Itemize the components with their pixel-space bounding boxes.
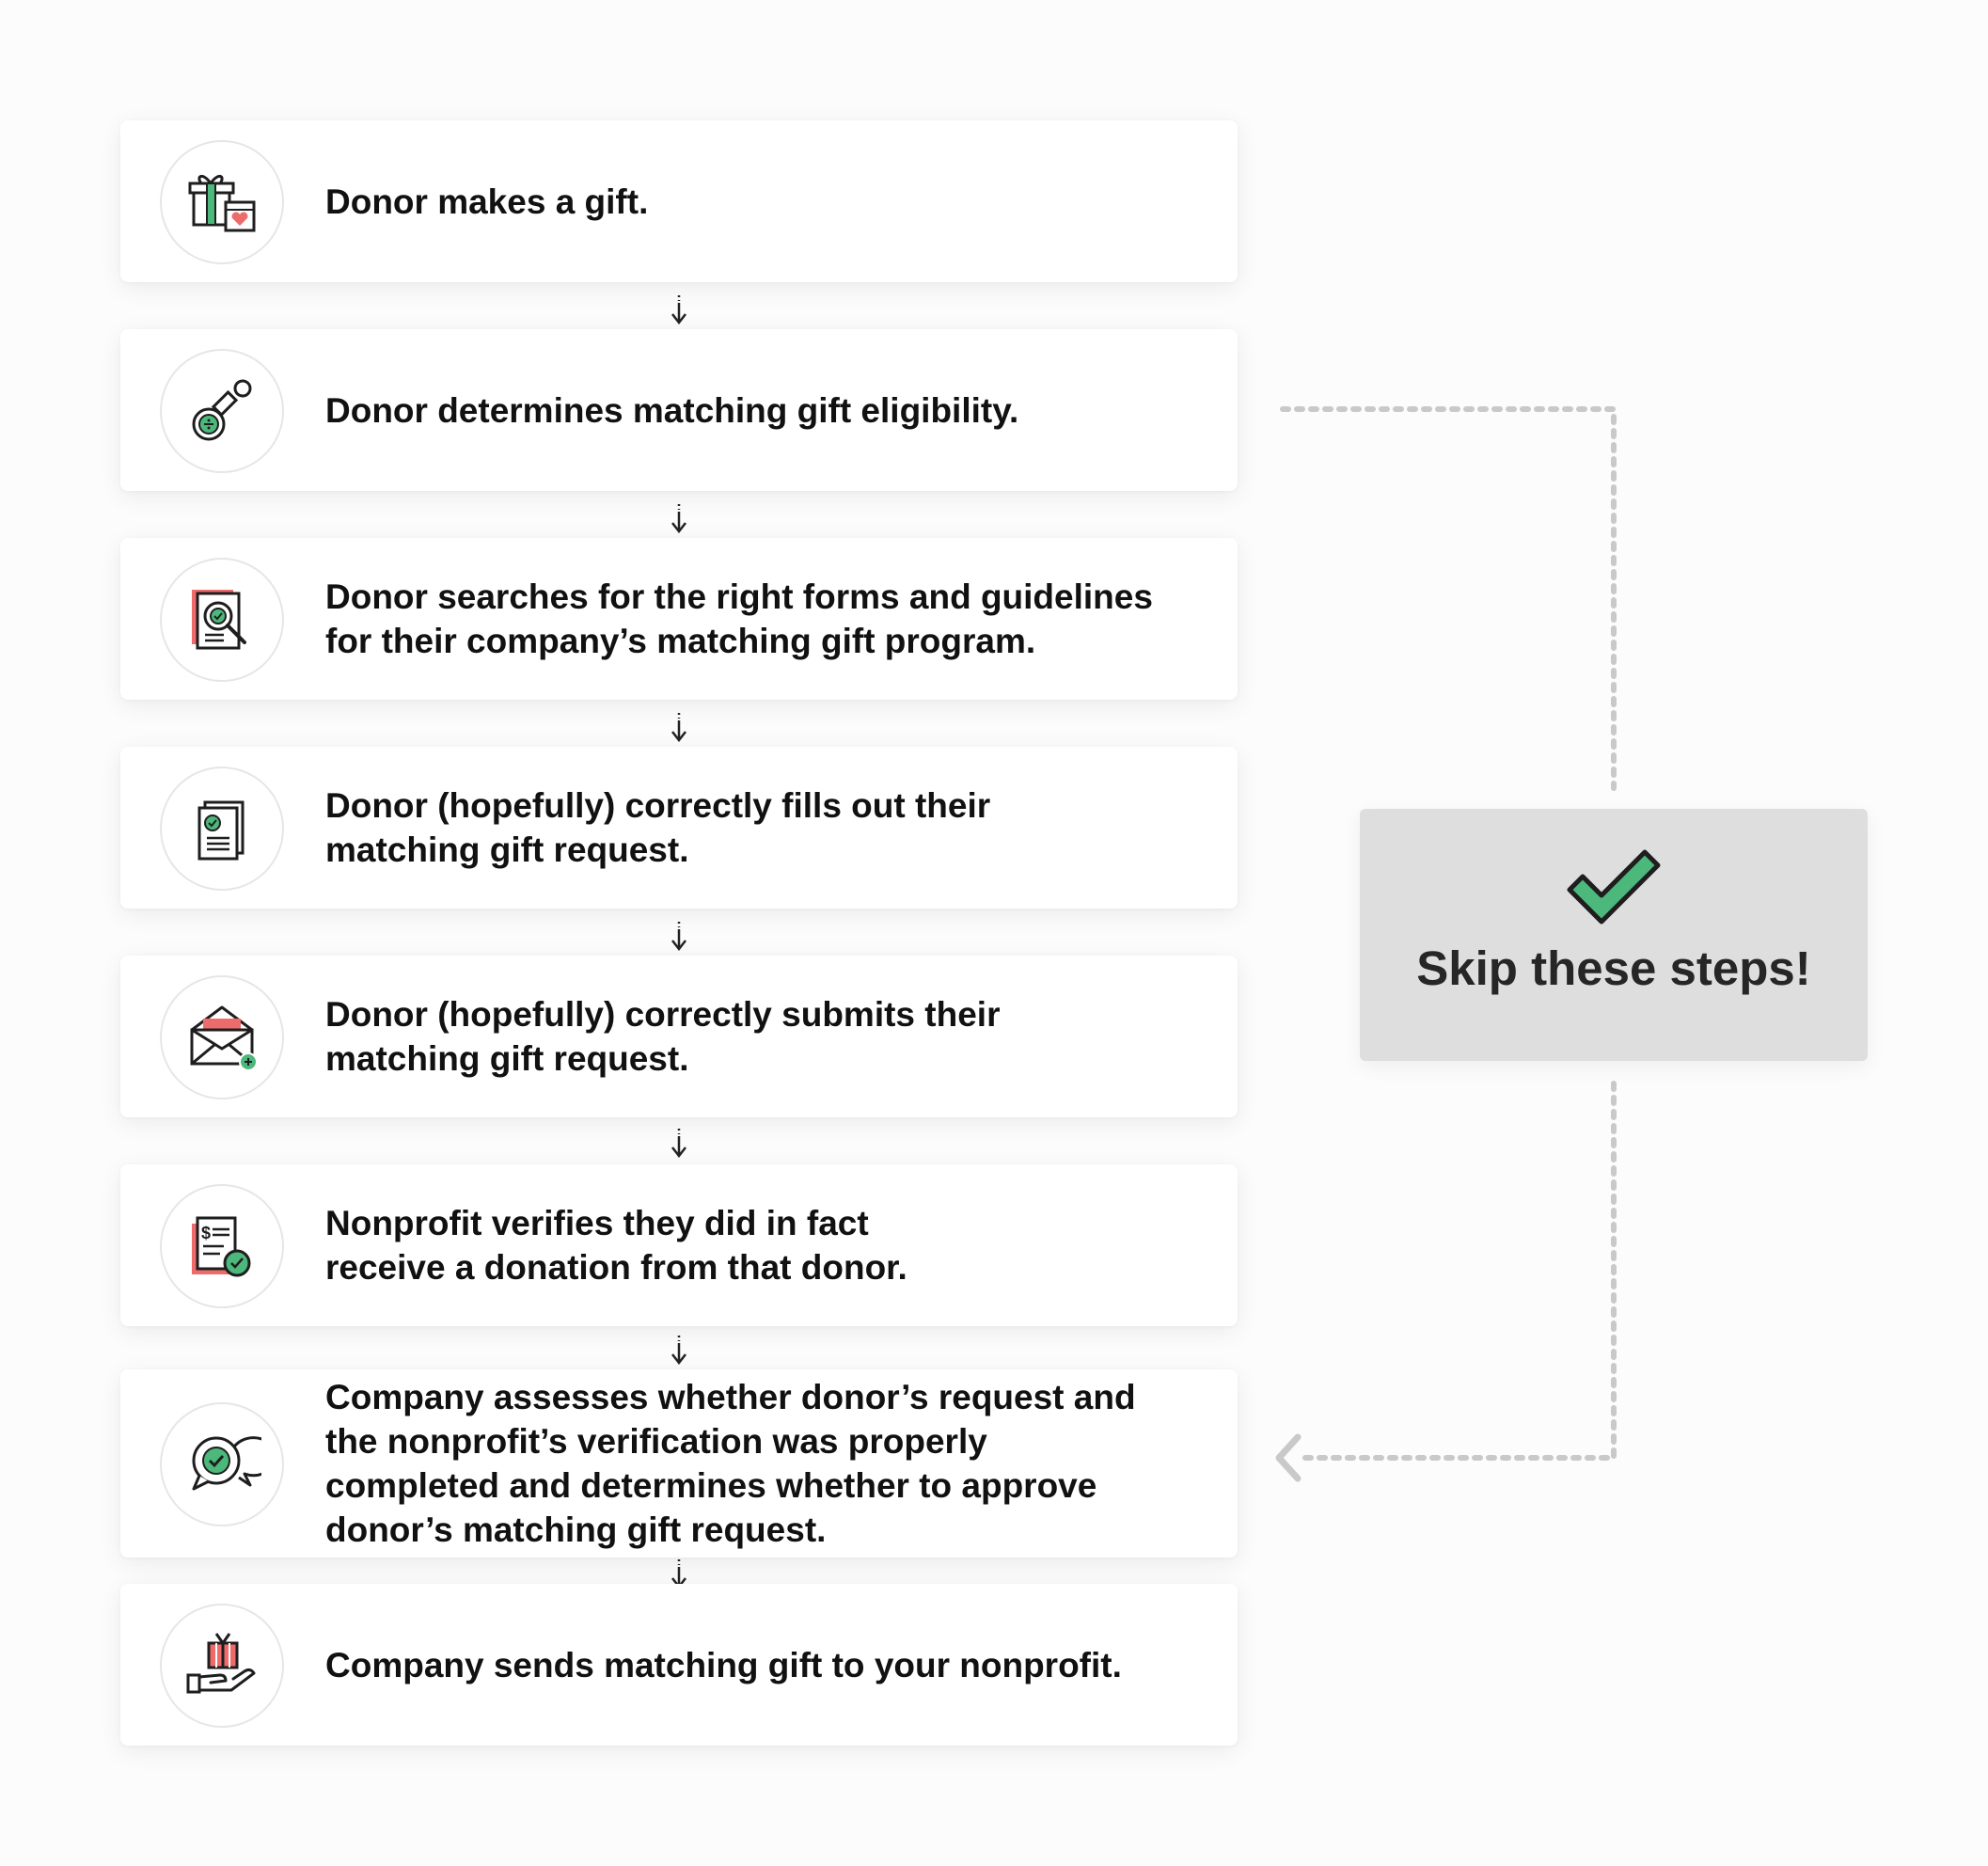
down-arrow-icon bbox=[671, 713, 686, 743]
stamp-icon bbox=[192, 379, 252, 441]
verified-receipt-icon: $ bbox=[192, 1216, 251, 1277]
hand-gift-icon bbox=[186, 1633, 256, 1694]
step-icon-badge bbox=[160, 349, 284, 473]
step-label: Company sends matching gift to your nonp… bbox=[325, 1645, 1122, 1684]
step-card-company-sends-gift: Company sends matching gift to your nonp… bbox=[120, 1584, 1238, 1746]
step-label: Donor (hopefully) correctly submits thei… bbox=[325, 995, 1001, 1078]
step-card-company-assesses: Company assesses whether donor’s request… bbox=[120, 1369, 1238, 1558]
skip-steps-callout: Skip these steps! bbox=[1360, 809, 1868, 1061]
step-icon-badge bbox=[160, 558, 284, 682]
step-card-fill-request: Donor (hopefully) correctly fills out th… bbox=[120, 747, 1238, 909]
down-arrow-icon bbox=[671, 504, 686, 534]
document-check-icon bbox=[197, 800, 245, 861]
skip-steps-label: Skip these steps! bbox=[1416, 941, 1811, 995]
step-card-make-gift: Donor makes a gift. bbox=[120, 120, 1238, 282]
step-label: Donor (hopefully) correctly fills out th… bbox=[325, 786, 991, 869]
step-card-search-forms: Donor searches for the right forms and g… bbox=[120, 538, 1238, 700]
document-search-icon bbox=[192, 590, 246, 650]
step-icon-badge: $ bbox=[160, 1184, 284, 1308]
down-arrow-icon bbox=[671, 295, 686, 325]
step-label: Donor determines matching gift eligibili… bbox=[325, 390, 1019, 430]
step-card-determine-eligibility: Donor determines matching gift eligibili… bbox=[120, 329, 1238, 491]
step-icon-badge bbox=[160, 140, 284, 264]
gift-icon bbox=[188, 175, 256, 232]
step-card-submit-request: Donor (hopefully) correctly submits thei… bbox=[120, 956, 1238, 1117]
down-arrow-icon bbox=[671, 922, 686, 952]
down-arrow-icon bbox=[671, 1336, 686, 1366]
chat-check-icon bbox=[192, 1436, 261, 1491]
checkmark-icon bbox=[1567, 849, 1661, 925]
step-icon-badge bbox=[160, 975, 284, 1099]
step-label: Donor searches for the right forms and g… bbox=[325, 577, 1153, 660]
step-label: Company assesses whether donor’s request… bbox=[325, 1378, 1136, 1549]
down-arrow-icon bbox=[671, 1129, 686, 1159]
svg-text:$: $ bbox=[201, 1224, 211, 1242]
step-icon-badge bbox=[160, 1402, 284, 1526]
step-icon-badge bbox=[160, 1604, 284, 1728]
step-label: Donor makes a gift. bbox=[325, 182, 649, 221]
envelope-icon bbox=[190, 1005, 258, 1071]
step-icon-badge bbox=[160, 767, 284, 891]
